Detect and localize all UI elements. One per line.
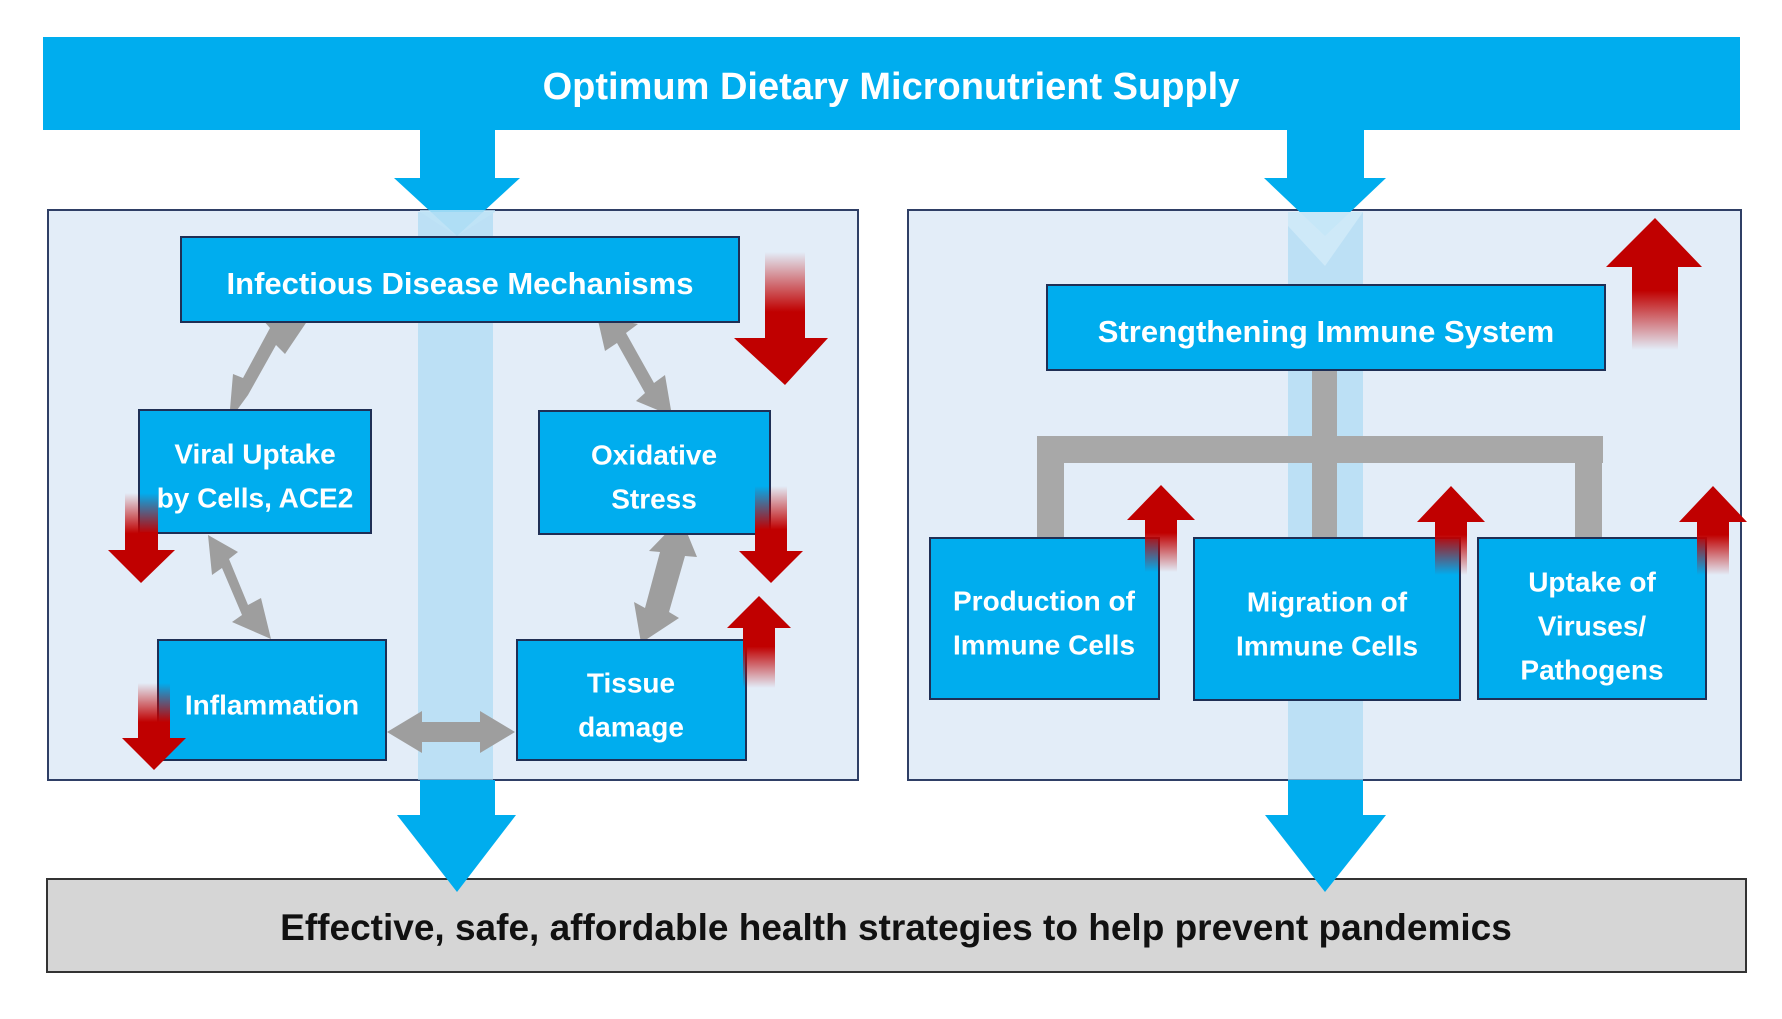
strengthening-immune-system-box	[1046, 284, 1606, 371]
gray-double-arrow-icon	[208, 535, 271, 639]
production-immune-cells-box	[929, 537, 1160, 700]
red-up-arrow-icon	[1417, 486, 1485, 575]
viral-uptake-box	[138, 409, 372, 534]
tissue-damage-label-line1: Tissue	[587, 667, 675, 698]
viral-uptake-label-line2: by Cells, ACE2	[157, 482, 354, 513]
red-down-arrow-icon	[739, 486, 803, 583]
top-right-arrow-fade	[1288, 212, 1363, 266]
oxidative-stress-box	[538, 410, 771, 535]
top-left-blue-arrow-icon	[394, 128, 520, 236]
red-up-arrow-icon	[727, 596, 791, 688]
red-up-arrow-icon	[1679, 486, 1747, 575]
gray-double-arrow-icon	[597, 316, 672, 416]
oxidative-stress-label-line1: Oxidative	[591, 439, 717, 470]
red-down-arrow-icon	[108, 493, 175, 583]
red-up-arrow-icon	[1606, 218, 1702, 350]
migration-label-line2: Immune Cells	[1236, 630, 1418, 661]
immune-tree-connector	[1037, 369, 1603, 538]
oxidative-stress-label-line2: Stress	[611, 483, 697, 514]
red-down-arrow-icon	[734, 252, 828, 385]
uptake-label-line3: Pathogens	[1520, 654, 1663, 685]
infectious-disease-mechanisms-box	[180, 236, 740, 323]
migration-label-line1: Migration of	[1247, 586, 1408, 617]
red-down-arrow-icon	[122, 683, 186, 770]
red-up-arrow-icon	[1127, 485, 1195, 572]
top-left-arrow-fade	[420, 210, 495, 236]
strengthening-immune-system-label: Strengthening Immune System	[1098, 314, 1554, 349]
top-banner	[43, 37, 1740, 130]
uptake-viruses-box	[1477, 537, 1707, 700]
bottom-banner	[46, 878, 1747, 973]
gray-double-arrow-icon	[387, 711, 515, 753]
tissue-damage-label-line2: damage	[578, 711, 684, 742]
gray-double-arrow-icon	[229, 317, 310, 421]
infectious-disease-mechanisms-label: Infectious Disease Mechanisms	[227, 266, 694, 301]
production-label-line1: Production of	[953, 585, 1136, 616]
uptake-label-line1: Uptake of	[1528, 566, 1656, 597]
top-right-blue-arrow-icon	[1264, 128, 1386, 236]
inflammation-label: Inflammation	[185, 689, 359, 720]
bottom-left-blue-arrow-icon	[397, 780, 516, 892]
migration-immune-cells-box	[1193, 537, 1461, 701]
gray-double-arrow-icon	[634, 518, 697, 643]
tissue-damage-box	[516, 639, 747, 761]
production-label-line2: Immune Cells	[953, 629, 1135, 660]
bottom-banner-text: Effective, safe, affordable health strat…	[280, 907, 1512, 948]
uptake-label-line2: Viruses/	[1538, 610, 1647, 641]
bottom-right-blue-arrow-icon	[1265, 780, 1386, 892]
top-banner-text: Optimum Dietary Micronutrient Supply	[543, 66, 1240, 108]
viral-uptake-label-line1: Viral Uptake	[174, 438, 335, 469]
inflammation-box	[157, 639, 387, 761]
